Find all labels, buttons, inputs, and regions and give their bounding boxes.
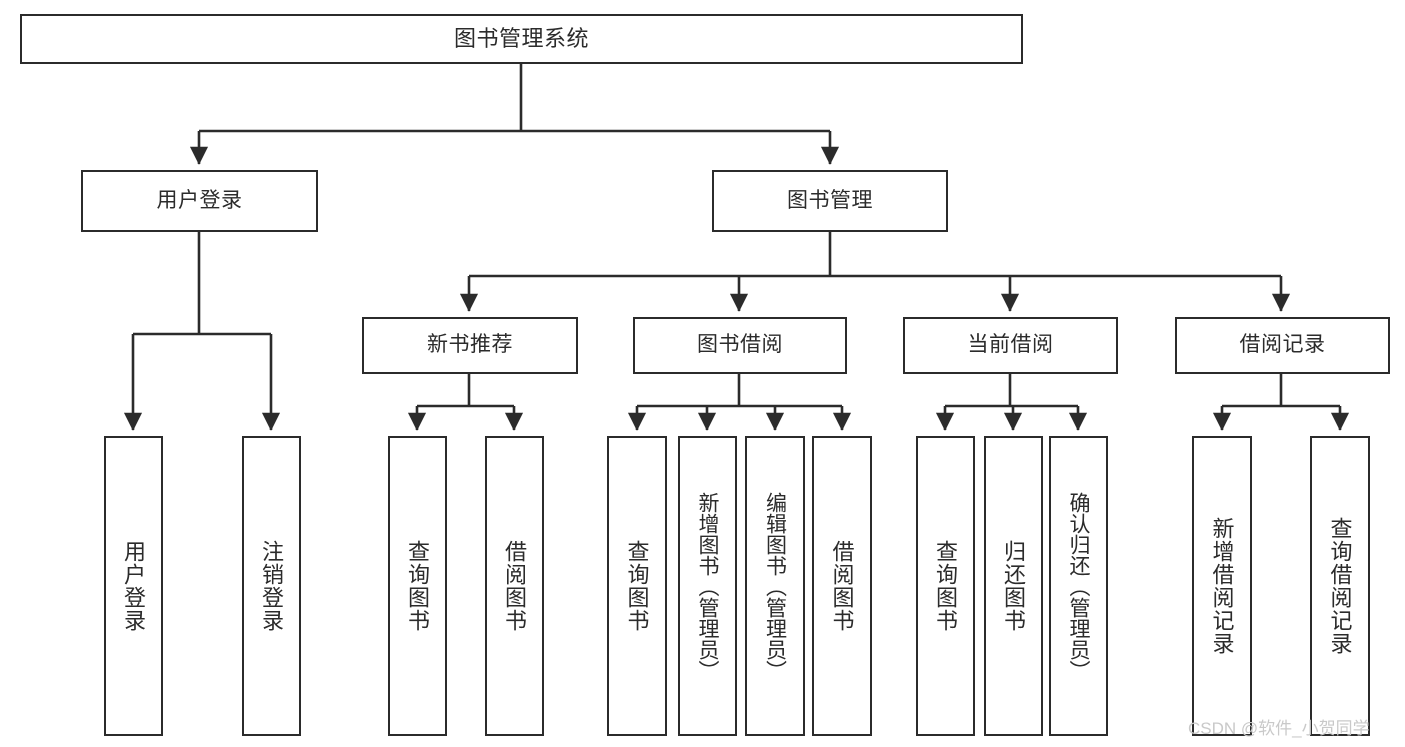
node-leaf-query-book-2[interactable]: 查询图书	[607, 436, 667, 736]
node-label: 用户登录	[156, 188, 243, 212]
node-label: 归还图书	[1001, 540, 1027, 632]
node-leaf-user-login[interactable]: 用户登录	[104, 436, 163, 736]
node-label: 图书管理	[787, 188, 873, 212]
node-new-book-recommend[interactable]: 新书推荐	[362, 317, 578, 374]
node-borrow-record[interactable]: 借阅记录	[1175, 317, 1390, 374]
node-leaf-return-book[interactable]: 归还图书	[984, 436, 1043, 736]
node-leaf-edit-book[interactable]: 编辑图书（管理员）	[745, 436, 805, 736]
node-label: 确认归还（管理员）	[1067, 491, 1090, 681]
node-leaf-borrow-book-1[interactable]: 借阅图书	[485, 436, 544, 736]
node-leaf-add-record[interactable]: 新增借阅记录	[1192, 436, 1252, 736]
node-leaf-borrow-book-2[interactable]: 借阅图书	[812, 436, 872, 736]
node-label: 注销登录	[259, 540, 285, 632]
node-current-borrow[interactable]: 当前借阅	[903, 317, 1118, 374]
node-label: 编辑图书（管理员）	[763, 491, 787, 681]
node-label: 图书借阅	[697, 333, 783, 357]
node-label: 新增图书（管理员）	[696, 491, 719, 681]
node-label: 新书推荐	[427, 333, 513, 357]
node-leaf-query-book-1[interactable]: 查询图书	[388, 436, 447, 736]
node-book-manage[interactable]: 图书管理	[712, 170, 948, 232]
node-leaf-add-book[interactable]: 新增图书（管理员）	[678, 436, 737, 736]
node-leaf-query-book-3[interactable]: 查询图书	[916, 436, 975, 736]
node-leaf-query-record[interactable]: 查询借阅记录	[1310, 436, 1370, 736]
node-label: 查询图书	[933, 540, 959, 632]
node-user-login[interactable]: 用户登录	[81, 170, 318, 232]
node-label: 借阅图书	[502, 540, 528, 632]
node-label: 查询图书	[405, 540, 431, 632]
node-label: 用户登录	[121, 540, 147, 632]
node-label: 查询图书	[624, 540, 650, 632]
csdn-watermark: CSDN @软件_小贺同学	[1188, 719, 1370, 738]
node-label: 借阅记录	[1239, 333, 1326, 357]
node-label: 当前借阅	[967, 333, 1054, 357]
node-label: 图书管理系统	[453, 26, 589, 52]
node-root-system[interactable]: 图书管理系统	[20, 14, 1023, 64]
node-label: 查询借阅记录	[1327, 517, 1353, 655]
node-book-borrow[interactable]: 图书借阅	[633, 317, 847, 374]
node-leaf-logout-login[interactable]: 注销登录	[242, 436, 301, 736]
node-label: 新增借阅记录	[1209, 517, 1235, 655]
node-label: 借阅图书	[829, 540, 855, 632]
node-leaf-confirm-return[interactable]: 确认归还（管理员）	[1049, 436, 1108, 736]
